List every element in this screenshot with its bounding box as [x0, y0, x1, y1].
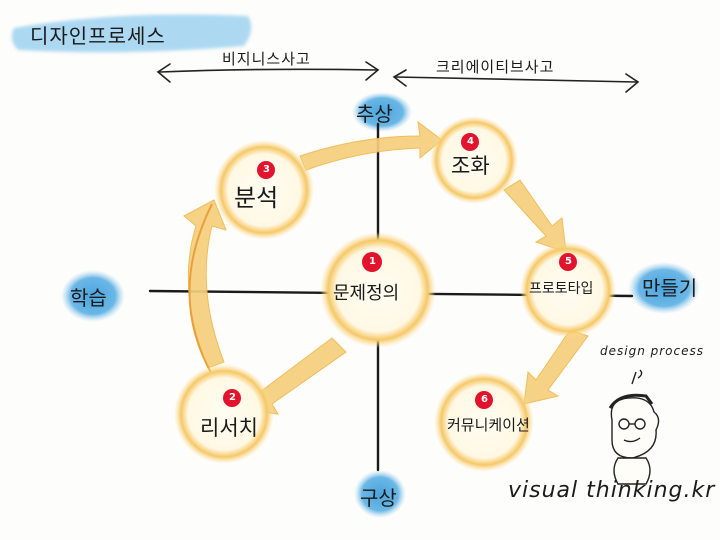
axis-top-label: 추상 [356, 102, 393, 126]
node-research [174, 364, 274, 464]
business-span-arrow [156, 61, 380, 83]
badge-2 [223, 389, 241, 407]
right-axis-blob [628, 262, 700, 314]
badge-5 [559, 253, 577, 271]
badge-2-number: 2 [229, 392, 236, 403]
badge-4 [461, 133, 479, 151]
creative-thinking-label: 크리에이티브사고 [436, 58, 555, 76]
node-communication [434, 372, 534, 472]
badge-4-number: 4 [467, 136, 474, 147]
nodes [174, 116, 616, 472]
node-analysis [214, 140, 314, 240]
node-ideation [430, 116, 518, 204]
badge-1 [362, 252, 382, 272]
creative-span-arrow [392, 69, 640, 93]
title-highlight [11, 14, 252, 53]
bottom-axis-blob [354, 470, 406, 518]
arrow-ideation-to-prototype [503, 179, 567, 253]
business-thinking-label: 비지니스사고 [222, 50, 311, 68]
node-prototype [520, 242, 616, 338]
node-analysis-label: 분석 [234, 184, 279, 212]
node-communication-label: 커뮤니케이션 [447, 416, 530, 434]
axis-bottom-label: 구상 [360, 486, 397, 510]
node-center [320, 232, 436, 348]
flow-arrows [183, 120, 589, 415]
design-process-note: design process [600, 344, 704, 358]
signature: visual thinking.kr [508, 478, 716, 503]
page-title: 디자인프로세스 [30, 24, 166, 48]
badges [223, 133, 577, 409]
badge-1-number: 1 [369, 256, 376, 267]
person-doodle [608, 369, 660, 485]
top-axis-blob [352, 92, 412, 132]
research-analysis-line [188, 203, 215, 379]
node-center-label: 문제정의 [333, 283, 400, 304]
axis-right-label: 만들기 [642, 276, 698, 300]
node-prototype-label: 프로토타입 [529, 281, 594, 297]
badge-6-number: 6 [481, 394, 488, 405]
badge-6 [475, 391, 493, 409]
arrow-prototype-to-communication [523, 329, 589, 405]
badge-3-number: 3 [263, 164, 270, 175]
axis-left-label: 학습 [70, 286, 107, 310]
left-axis-blob [61, 270, 125, 322]
badge-5-number: 5 [565, 256, 572, 267]
node-research-label: 리서치 [200, 416, 258, 440]
node-ideation-label: 조화 [451, 154, 490, 178]
badge-3 [257, 161, 275, 179]
